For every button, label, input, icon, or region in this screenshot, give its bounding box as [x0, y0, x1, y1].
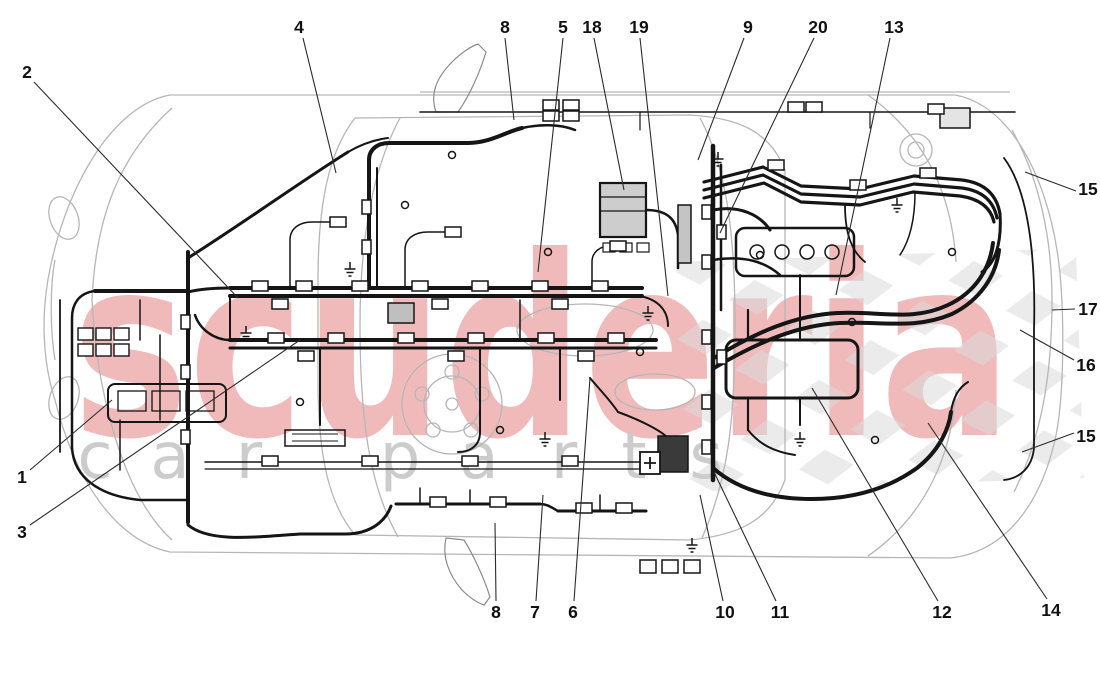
callout-label-12: 12: [932, 602, 952, 622]
callout-leader-8: [504, 37, 515, 121]
callout-label-8: 8: [500, 17, 510, 37]
cabin-outline: [317, 114, 786, 541]
mirror-top: [433, 43, 487, 113]
callout-label-19: 19: [629, 17, 649, 37]
callout-leader-18: [593, 37, 625, 191]
callout-label-7: 7: [530, 602, 540, 622]
callout-label-4: 4: [294, 17, 304, 37]
callout-leader-15: [1024, 171, 1077, 192]
callout-leader-14: [927, 422, 1048, 600]
callout-leader-1: [29, 399, 113, 471]
callout-leader-13: [835, 37, 891, 296]
callout-label-13: 13: [884, 17, 904, 37]
watermark-letter: p: [380, 420, 421, 494]
callout-label-17: 17: [1078, 299, 1097, 319]
coil-cover: [734, 226, 856, 278]
callout-leader-19: [639, 37, 669, 297]
callout-label-20: 20: [808, 17, 828, 37]
watermark-letter: s: [689, 420, 722, 494]
callout-leader-9: [697, 37, 745, 161]
callout-label-15: 15: [1078, 179, 1098, 199]
body-hull: [43, 94, 1064, 559]
callout-leader-2: [33, 81, 239, 299]
callout-leader-4: [302, 37, 337, 174]
mirror-bottom: [444, 537, 491, 606]
callout-leader-17: [1051, 308, 1076, 311]
callout-label-2: 2: [22, 62, 32, 82]
callout-label-9: 9: [743, 17, 753, 37]
callout-leader-11: [713, 471, 777, 602]
callout-label-15: 15: [1076, 426, 1096, 446]
callout-leader-5: [537, 37, 564, 273]
callout-leader-20: [719, 37, 815, 234]
watermark-letter: r: [236, 420, 263, 494]
callout-label-11: 11: [771, 602, 790, 622]
callout-label-5: 5: [558, 17, 568, 37]
callout-label-1: 1: [17, 467, 27, 487]
callout-label-3: 3: [17, 522, 27, 542]
connectors: [180, 99, 957, 553]
callout-leader-15: [1021, 432, 1075, 453]
windshield-line: [359, 117, 401, 538]
callout-label-16: 16: [1076, 355, 1096, 375]
callout-label-8: 8: [491, 602, 501, 622]
callout-label-10: 10: [715, 602, 735, 622]
watermark-letter: c: [77, 420, 112, 494]
callout-label-18: 18: [582, 17, 602, 37]
callout-label-14: 14: [1041, 600, 1061, 620]
ecu-box: [598, 181, 648, 239]
callout-label-6: 6: [568, 602, 578, 622]
callout-leader-6: [573, 377, 591, 602]
checkered-flag-band: [676, 248, 1084, 492]
callout-leader-10: [699, 494, 724, 602]
components: [77, 107, 971, 574]
engine-block: [724, 338, 860, 400]
callout-leader-8: [494, 522, 497, 602]
watermark-subtext: carparts: [77, 420, 722, 494]
battery: [657, 435, 689, 473]
callout-leader-7: [535, 494, 544, 602]
callout-leader-12: [811, 387, 939, 602]
callout-leader-3: [29, 339, 301, 526]
callout-leader-16: [1019, 329, 1075, 361]
